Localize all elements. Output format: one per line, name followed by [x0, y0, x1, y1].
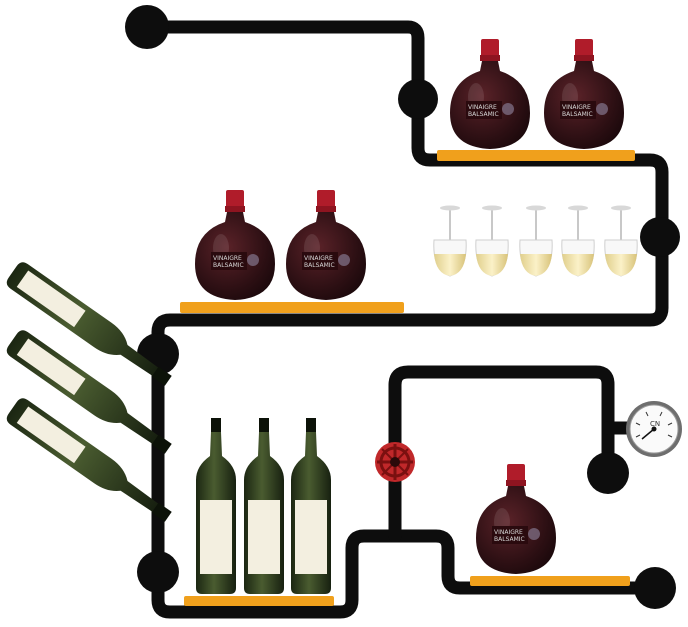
valve-wheel-icon — [375, 442, 415, 482]
round-bottle-mid-2 — [286, 190, 366, 300]
wine-glass-2 — [474, 204, 510, 277]
tilted-bottle-3 — [4, 395, 177, 530]
shelf-bottom-left — [184, 596, 334, 606]
joint-left-low — [137, 551, 179, 593]
round-bottle-top-2 — [544, 39, 624, 149]
green-bottle-3 — [291, 418, 331, 594]
shelf-bottom-right — [470, 576, 630, 586]
gauge-label: CN — [650, 420, 660, 428]
wine-glass-3 — [518, 204, 554, 277]
joint-upper — [398, 79, 438, 119]
green-bottle-2 — [244, 418, 284, 594]
joint-gauge-low — [587, 452, 629, 494]
pipe-gauge-branch — [388, 365, 615, 543]
green-bottles — [196, 418, 331, 594]
joint-bottom-right — [634, 567, 676, 609]
tilted-bottle-1 — [4, 259, 177, 394]
wine-glass-1 — [432, 204, 468, 277]
pressure-gauge-icon: CN — [626, 401, 682, 457]
joint-top-left — [125, 5, 169, 49]
round-bottle-top-1 — [450, 39, 530, 149]
shelf-middle — [180, 302, 404, 313]
tilted-bottles — [4, 259, 177, 530]
wine-glass-5 — [603, 204, 639, 277]
round-bottle-bottom — [476, 464, 556, 574]
pipe-network — [138, 20, 669, 619]
pipe-top — [138, 20, 669, 619]
shelves — [180, 150, 635, 606]
pipe-joints — [125, 5, 680, 609]
joint-right — [640, 217, 680, 257]
shelf-top — [437, 150, 635, 161]
wine-glass-4 — [560, 204, 596, 277]
wine-glasses — [432, 204, 639, 277]
green-bottle-1 — [196, 418, 236, 594]
round-bottle-mid-1 — [195, 190, 275, 300]
